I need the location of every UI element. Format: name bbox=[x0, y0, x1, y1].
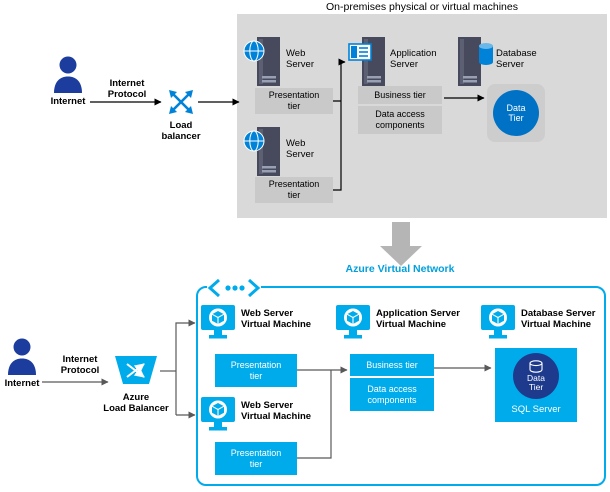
web-server-vm-1-label: Web Server Virtual Machine bbox=[241, 308, 312, 331]
database-cylinder-icon bbox=[529, 359, 543, 373]
data-access-components: Data access components bbox=[350, 378, 434, 411]
internet-person-icon bbox=[52, 56, 84, 94]
data-tier-circle: Data Tier bbox=[493, 90, 539, 136]
web-server-icon bbox=[243, 36, 283, 88]
internet-label: Internet bbox=[50, 96, 86, 107]
application-server-vm-label: Application Server Virtual Machine bbox=[376, 308, 460, 331]
sql-server-label: SQL Server bbox=[511, 404, 561, 415]
presentation-tier-2: Presentation tier bbox=[255, 177, 333, 203]
business-tier: Business tier bbox=[350, 354, 434, 376]
web-server-1-label: Web Server bbox=[286, 48, 314, 71]
transition-down-arrow bbox=[392, 222, 410, 248]
presentation-tier-2: Presentation tier bbox=[215, 442, 297, 475]
arrow-lb-to-vm1 bbox=[175, 319, 196, 415]
internet-label: Internet bbox=[4, 378, 40, 389]
database-server-icon bbox=[455, 36, 495, 88]
azure-load-balancer-icon bbox=[112, 352, 160, 390]
application-server-vm-icon bbox=[335, 304, 371, 342]
presentation-tier-1: Presentation tier bbox=[215, 354, 297, 387]
web-server-2-label: Web Server bbox=[286, 138, 314, 161]
azure-load-balancer-label: Azure Load Balancer bbox=[103, 392, 169, 415]
business-tier: Business tier bbox=[358, 86, 442, 104]
code-icon bbox=[207, 277, 261, 299]
application-server-label: Application Server bbox=[390, 48, 437, 71]
internet-protocol-label: Internet Protocol bbox=[60, 354, 100, 377]
internet-protocol-label: Internet Protocol bbox=[107, 78, 147, 101]
database-server-label: Database Server bbox=[496, 48, 537, 71]
presentation-tier-1: Presentation tier bbox=[255, 88, 333, 114]
data-access-components: Data access components bbox=[358, 106, 442, 134]
web-server-icon bbox=[243, 126, 283, 178]
transition-down-arrow-head bbox=[380, 246, 422, 266]
web-server-vm-icon bbox=[200, 396, 236, 434]
database-server-vm-label: Database Server Virtual Machine bbox=[521, 308, 596, 331]
database-server-vm-icon bbox=[480, 304, 516, 342]
azure-network-title: Azure Virtual Network bbox=[345, 263, 455, 275]
load-balancer-label: Load balancer bbox=[161, 120, 201, 143]
internet-person-icon bbox=[6, 338, 38, 376]
onprem-title: On-premises physical or virtual machines bbox=[326, 1, 518, 13]
load-balancer-icon bbox=[166, 87, 196, 117]
web-server-vm-2-label: Web Server Virtual Machine bbox=[241, 400, 312, 423]
data-tier-label: Data Tier bbox=[527, 372, 545, 392]
application-server-icon bbox=[348, 36, 388, 88]
data-tier-circle: Data Tier bbox=[513, 353, 559, 399]
web-server-vm-icon bbox=[200, 304, 236, 342]
